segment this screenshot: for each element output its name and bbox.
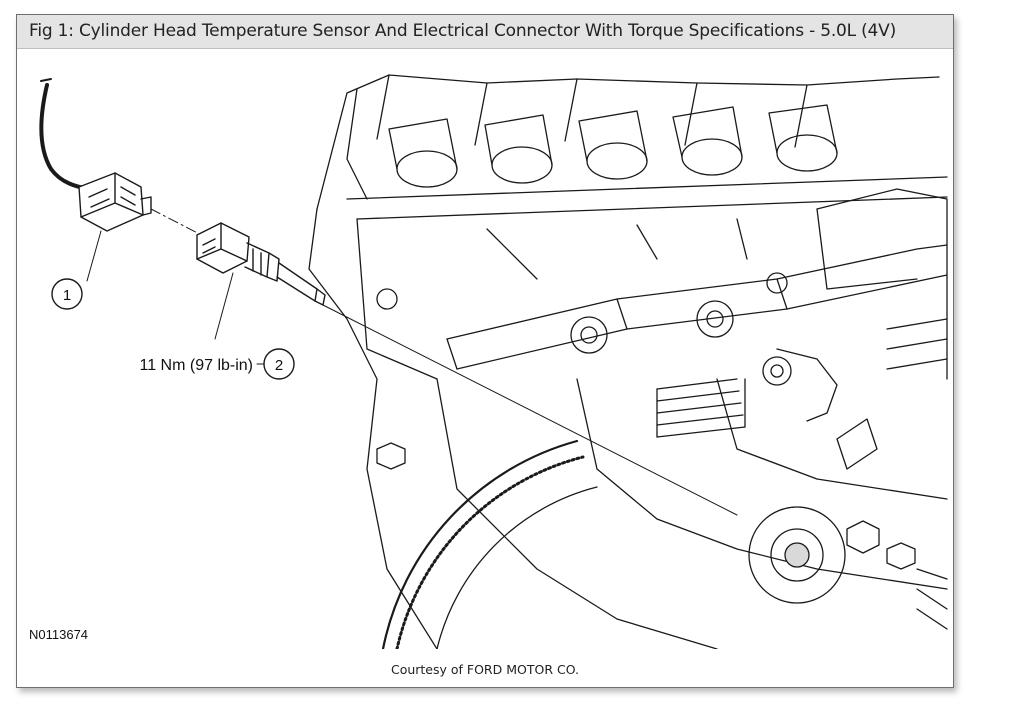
technical-illustration: 1 2 11 Nm (97 lb-in) [39,74,948,649]
figure-title: Fig 1: Cylinder Head Temperature Sensor … [29,21,897,41]
temperature-sensor [196,222,326,340]
credit-line: Courtesy of FORD MOTOR CO. [390,662,580,677]
callout-2-number: 2 [275,357,283,374]
figure-title-bar: Fig 1: Cylinder Head Temperature Sensor … [17,15,953,49]
diagram-id: N0113674 [29,627,89,642]
torque-spec-label: 11 Nm (97 lb-in) [139,357,253,374]
electrical-connector [39,78,152,282]
engine-block [308,74,948,649]
callout-1-circle [51,278,83,310]
figure-frame: Fig 1: Cylinder Head Temperature Sensor … [16,14,954,688]
callout-1-number: 1 [63,287,71,304]
